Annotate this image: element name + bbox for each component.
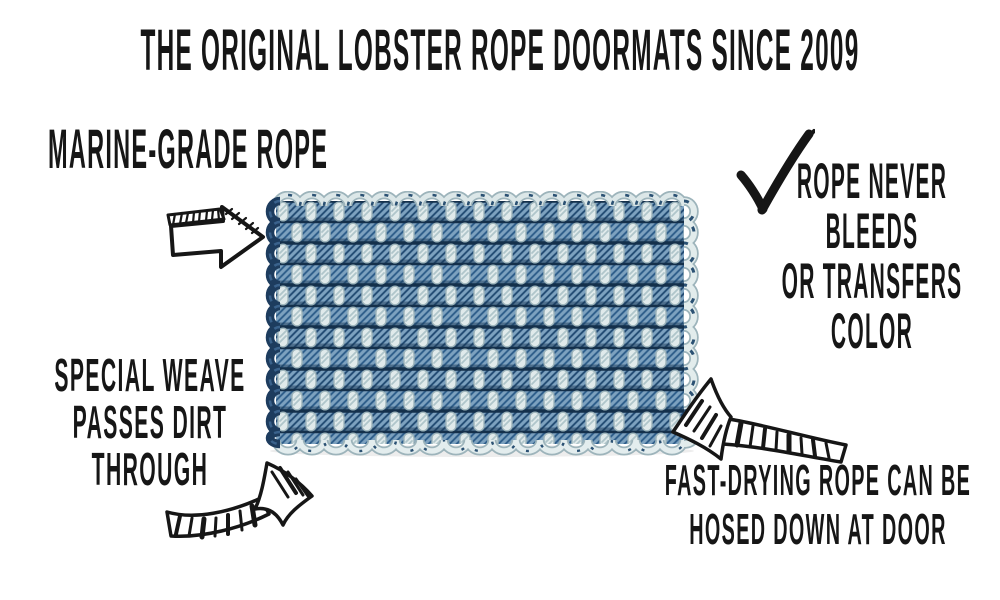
special-weave-line-1: SPECIAL WEAVE: [54, 349, 246, 401]
checkmark-icon: [736, 129, 815, 215]
colorfast-line-1: ROPE NEVER: [796, 153, 948, 209]
colorfast-line-4: COLOR: [830, 303, 914, 359]
arrow-up-right-icon: [165, 461, 314, 540]
special-weave-line-3: THROUGH: [91, 443, 209, 495]
fast-drying-label: FAST-DRYING ROPE CAN BE HOSED DOWN AT DO…: [665, 456, 971, 554]
fast-drying-line-2: HOSED DOWN AT DOOR: [689, 505, 947, 554]
special-weave-line-2: PASSES DIRT: [72, 396, 228, 448]
fast-drying-line-1: FAST-DRYING ROPE CAN BE: [664, 456, 972, 505]
doormat-image: [265, 191, 699, 457]
colorfast-label: ROPE NEVER BLEEDS OR TRANSFERS COLOR: [782, 156, 963, 356]
arrow-right-icon: [166, 205, 265, 269]
arrow-left-icon: [671, 377, 848, 464]
special-weave-label: SPECIAL WEAVE PASSES DIRT THROUGH: [54, 352, 245, 493]
colorfast-line-3: OR TRANSFERS: [781, 253, 963, 309]
headline: THE ORIGINAL LOBSTER ROPE DOORMATS SINCE…: [140, 18, 860, 83]
marine-grade-label: MARINE-GRADE ROPE: [48, 117, 329, 180]
colorfast-line-2: BLEEDS: [825, 203, 919, 259]
